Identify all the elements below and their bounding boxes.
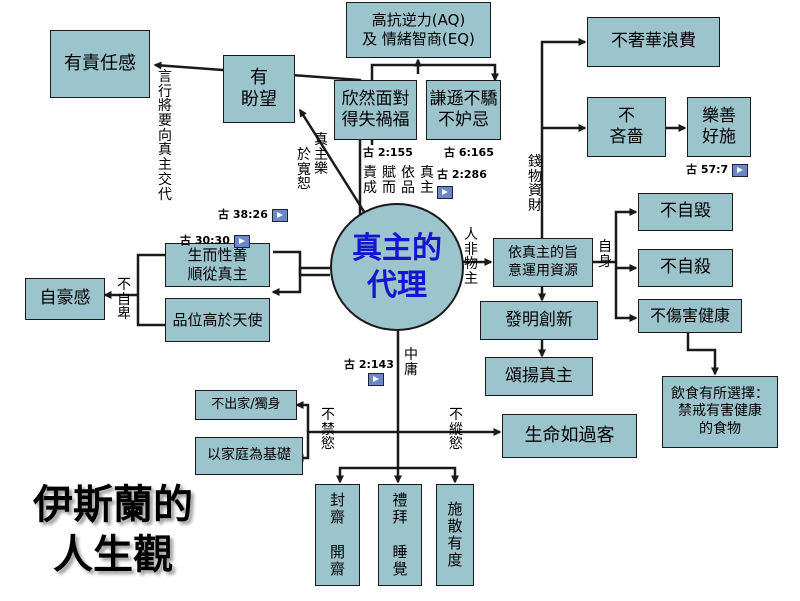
node-responsible: 有責任感 (50, 30, 150, 98)
node-family: 以家庭為基礎 (195, 437, 303, 475)
central-node: 真主的 代理 (330, 203, 464, 331)
node-no-waste: 不奢華浪費 (587, 17, 720, 67)
label-duty: 責 成 (363, 165, 377, 196)
node-nature: 生而性善 順從真主 (165, 243, 270, 287)
label-according: 依 品 (401, 165, 415, 196)
node-hope: 有 盼望 (223, 55, 295, 123)
ref-2-286-button[interactable] (433, 185, 453, 199)
node-rank: 品位高於天使 (165, 298, 270, 342)
node-fasting: 封 齋 開 齋 (315, 484, 360, 586)
label-speech-accountable: 言 行 將 要 向 真 主 交 代 (158, 69, 172, 203)
ref-38-26[interactable]: 古 38:26 (218, 206, 288, 222)
node-pride: 自豪感 (25, 278, 105, 320)
label-human-not-owner: 人 非 物 主 (464, 227, 478, 288)
play-icon[interactable] (271, 208, 288, 222)
ref-label: 古 2:143 (344, 358, 394, 371)
label-no-indulge: 不 縱 慾 (449, 407, 463, 453)
ref-2-143[interactable]: 古 2:143 (344, 356, 394, 372)
node-charity: 樂善 好施 (687, 97, 751, 157)
node-diet: 飲食有所選擇： 禁戒有害健康 的食物 (662, 376, 778, 448)
label-self: 自 身 (598, 239, 612, 270)
play-icon[interactable] (437, 185, 453, 199)
node-passerby: 生命如過客 (502, 414, 637, 458)
node-no-monk: 不出家/獨身 (195, 390, 297, 420)
label-no-abstain: 不 禁 慾 (321, 407, 335, 453)
label-bestow: 賦 而 (382, 165, 396, 196)
label-money-resources: 錢 物 資 財 (528, 154, 542, 215)
node-humble: 謙遜不驕 不妒忌 (426, 80, 501, 140)
label-not-self-humble: 不 自 卑 (117, 277, 131, 323)
play-icon[interactable] (233, 234, 250, 248)
node-calm: 欣然面對 得失禍福 (334, 80, 417, 140)
label-moderation: 中 庸 (404, 347, 418, 378)
label-god: 真 主 (420, 165, 434, 196)
ref-label: 古 2:286 (437, 168, 487, 181)
node-not-stingy: 不 吝嗇 (587, 97, 666, 157)
node-no-suicide: 不自殺 (638, 249, 733, 287)
ref-2-286[interactable]: 古 2:286 (437, 166, 487, 182)
node-no-self-ruin: 不自毀 (638, 193, 733, 231)
node-no-harm-health: 不傷害健康 (638, 299, 742, 333)
node-innovate: 發明創新 (480, 301, 598, 340)
node-alms: 施 散 有 度 (436, 484, 474, 586)
node-aq-eq: 高抗逆力(AQ) 及 情緒智商(EQ) (346, 2, 491, 58)
ref-label: 古 30:30 (180, 234, 230, 247)
page-title: 伊斯蘭的 人生觀 (33, 481, 193, 578)
ref-label: 古 2:155 (363, 146, 413, 159)
node-prayer: 禮 拜 睡 覺 (378, 484, 422, 586)
ref-30-30[interactable]: 古 30:30 (180, 232, 250, 248)
node-praise: 頌揚真主 (485, 357, 593, 396)
ref-label: 古 38:26 (218, 208, 268, 221)
ref-label: 古 57:7 (686, 163, 729, 176)
ref-2-143-button[interactable] (364, 372, 384, 386)
label-god-pleased: 真 主 樂 (314, 132, 328, 178)
ref-6-165[interactable]: 古 6:165 (444, 144, 494, 160)
ref-57-7[interactable]: 古 57:7 (686, 161, 749, 177)
ref-label: 古 6:165 (444, 146, 494, 159)
play-icon[interactable] (732, 163, 749, 177)
label-forgiving: 於 寬 恕 (297, 147, 311, 193)
ref-2-155[interactable]: 古 2:155 (363, 144, 413, 160)
node-use-resources: 依真主的旨 意運用資源 (493, 238, 593, 287)
play-icon[interactable] (368, 372, 384, 386)
